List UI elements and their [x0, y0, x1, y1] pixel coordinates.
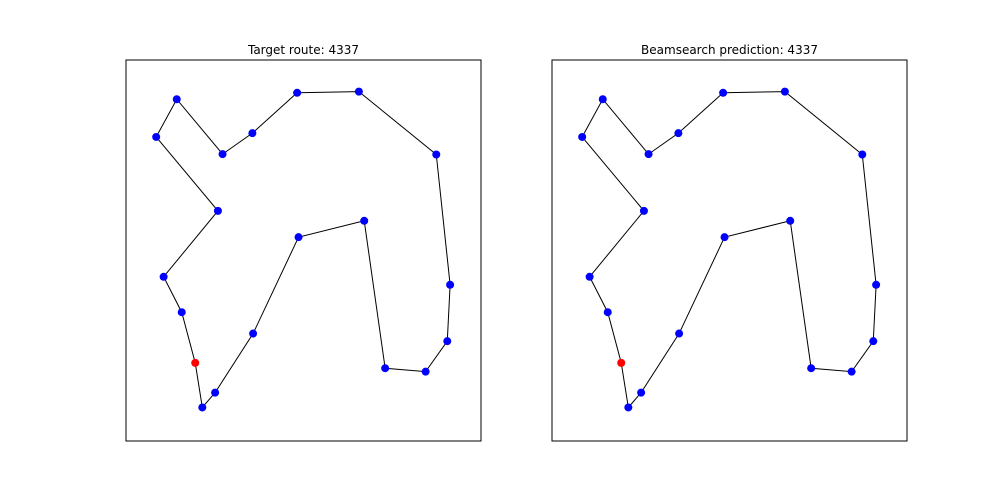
target-route-point [294, 233, 303, 242]
prediction-route-panel: Beamsearch prediction: 4337 [551, 43, 908, 442]
target-route-point [443, 337, 452, 346]
prediction-route-point [872, 280, 881, 289]
prediction-route-point [720, 233, 729, 242]
target-route-point [421, 367, 430, 376]
target-route-point [177, 308, 186, 317]
target-route-start-point [191, 358, 200, 367]
prediction-route-point [780, 87, 789, 96]
target-route-point [198, 403, 207, 412]
prediction-route-point [637, 388, 646, 397]
prediction-route-point [786, 216, 795, 225]
prediction-route-point [858, 150, 867, 159]
target-route-marks [152, 87, 455, 412]
target-route-point [432, 150, 441, 159]
target-route-point [152, 132, 161, 141]
target-route-panel: Target route: 4337 [125, 43, 482, 442]
target-route-point [354, 87, 363, 96]
target-route-title: Target route: 4337 [247, 43, 359, 57]
prediction-route-point [847, 367, 856, 376]
prediction-route-point [807, 364, 816, 373]
target-route-plot-area [125, 59, 482, 442]
target-route-point [446, 280, 455, 289]
prediction-route-plot-area [551, 59, 908, 442]
target-route-point [159, 272, 168, 281]
target-route-point [249, 329, 258, 338]
target-route-point [293, 88, 302, 97]
target-route-point [211, 388, 220, 397]
prediction-route-point [869, 337, 878, 346]
prediction-route-title: Beamsearch prediction: 4337 [641, 43, 818, 57]
target-route-point [248, 129, 257, 138]
prediction-route-marks [578, 87, 881, 412]
target-route-point [172, 95, 181, 104]
prediction-route-point [598, 95, 607, 104]
target-route-point [360, 216, 369, 225]
prediction-route-point [639, 206, 648, 215]
prediction-route-point [675, 329, 684, 338]
target-route-point [213, 206, 222, 215]
target-route-point [218, 150, 227, 159]
prediction-route-point [585, 272, 594, 281]
prediction-route-point [674, 129, 683, 138]
prediction-route-point [603, 308, 612, 317]
prediction-route-point [578, 132, 587, 141]
prediction-route-point [624, 403, 633, 412]
target-route-point [381, 364, 390, 373]
prediction-route-point [719, 88, 728, 97]
prediction-route-start-point [617, 358, 626, 367]
prediction-route-point [644, 150, 653, 159]
